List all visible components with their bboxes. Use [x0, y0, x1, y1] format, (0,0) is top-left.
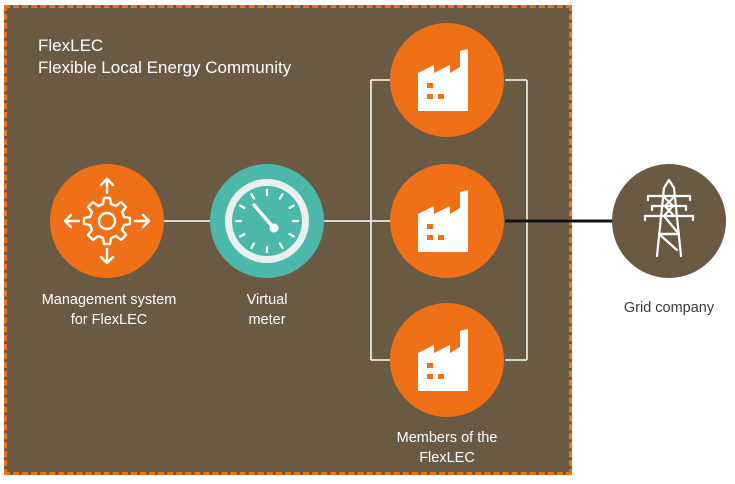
- management-system-node[interactable]: [50, 164, 164, 278]
- management-system-label: Management system for FlexLEC: [19, 290, 199, 330]
- grid-label-text: Grid company: [623, 300, 715, 316]
- meter-label-line2: meter: [248, 312, 286, 328]
- grid-company-label: Grid company: [600, 298, 735, 318]
- gear-arrows-icon: [63, 177, 151, 265]
- member-node-bottom[interactable]: [390, 303, 504, 417]
- members-label-line2: FlexLEC: [419, 450, 475, 466]
- virtual-meter-node[interactable]: [210, 164, 324, 278]
- factory-icon: [418, 49, 468, 111]
- meter-label-line1: Virtual: [246, 292, 288, 308]
- grid-company-node[interactable]: [612, 164, 726, 278]
- members-label: Members of the FlexLEC: [372, 428, 522, 468]
- virtual-meter-label: Virtual meter: [217, 290, 317, 330]
- factory-icon: [418, 329, 468, 391]
- power-pylon-icon: [643, 178, 695, 258]
- member-node-middle[interactable]: [390, 164, 504, 278]
- members-label-line1: Members of the: [396, 430, 498, 446]
- member-node-top[interactable]: [390, 23, 504, 137]
- management-label-line1: Management system: [41, 292, 177, 308]
- gauge-icon: [225, 179, 309, 263]
- management-label-line2: for FlexLEC: [70, 312, 148, 328]
- factory-icon: [418, 190, 468, 252]
- community-title: FlexLEC: [38, 36, 104, 55]
- community-subtitle: Flexible Local Energy Community: [38, 58, 292, 77]
